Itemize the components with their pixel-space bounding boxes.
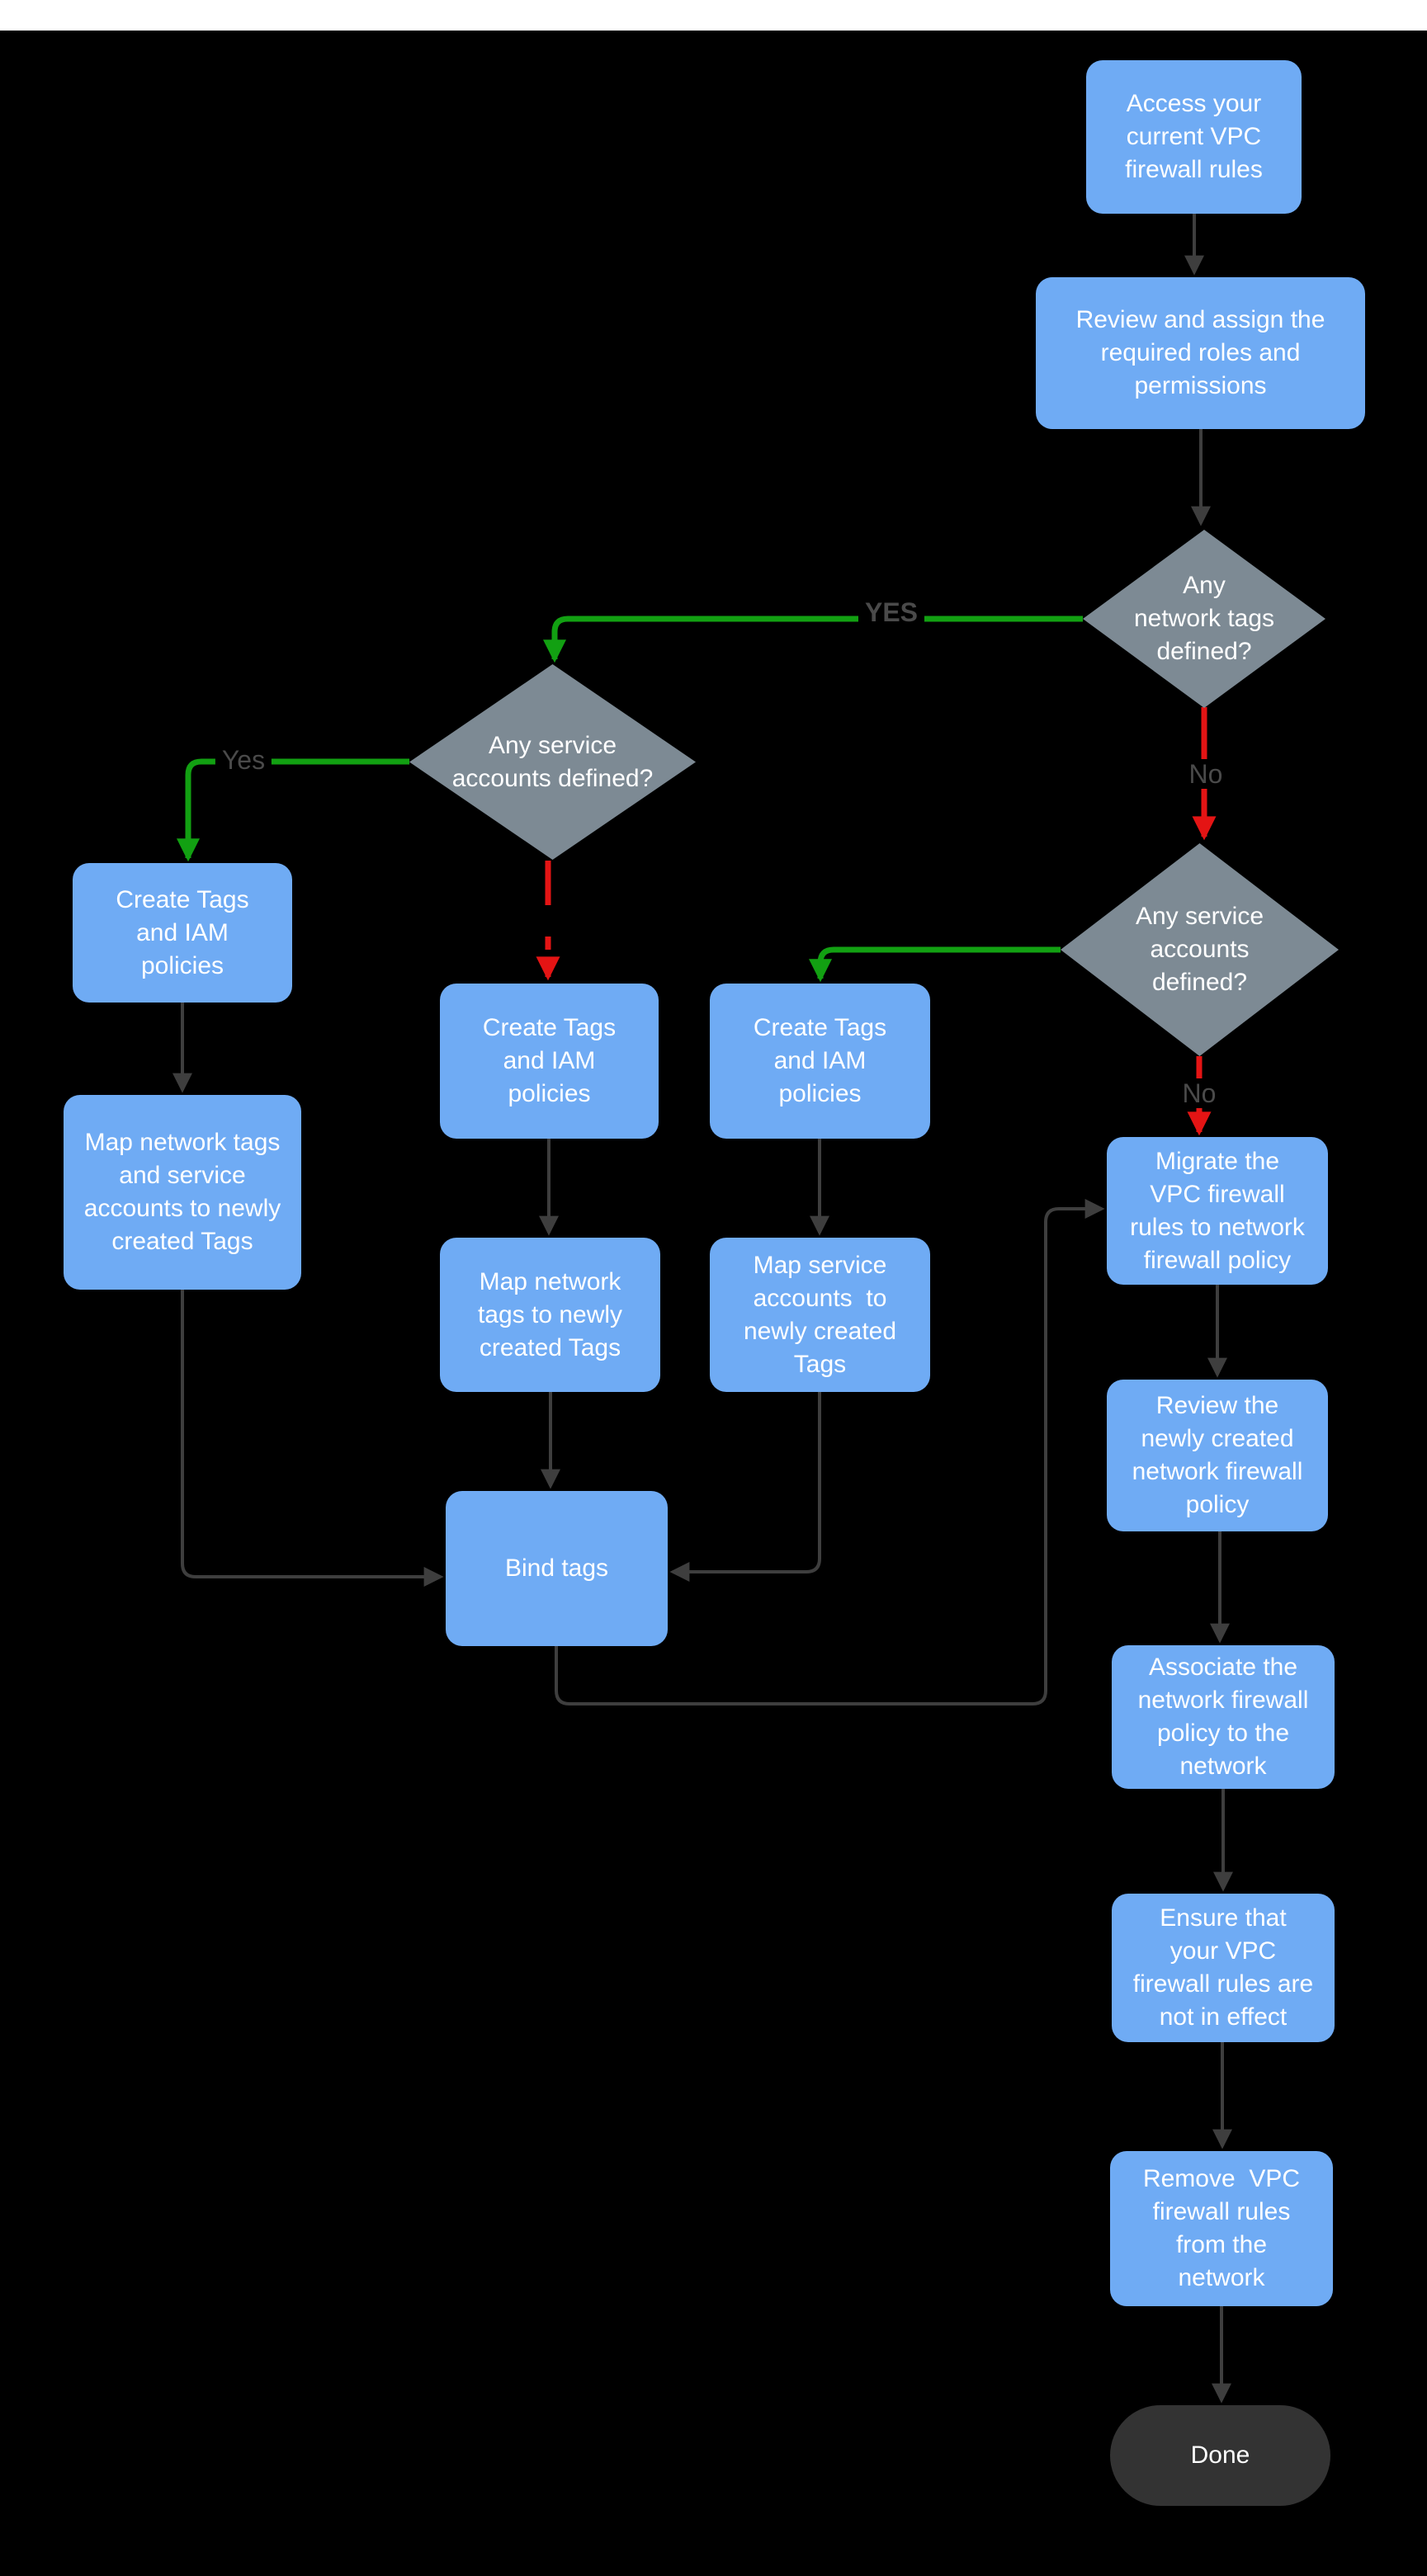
edge-yes-upper: [543, 616, 1083, 663]
node-bind-tags: Bind tags: [446, 1491, 668, 1646]
edge-yes-left: [177, 758, 409, 862]
node-migrate-vpc-rules: Migrate the VPC firewall rules to networ…: [1107, 1137, 1328, 1285]
node-ensure-rules-not-in-effect: Ensure that your VPC firewall rules are …: [1112, 1894, 1335, 2042]
edge-mapmid2-to-bind: [669, 1392, 821, 1582]
node-review-firewall-policy: Review the newly created network firewal…: [1107, 1380, 1328, 1531]
node-map-network-and-service-left: Map network tags and service accounts to…: [64, 1095, 301, 1290]
node-map-network-tags-mid1: Map network tags to newly created Tags: [440, 1238, 660, 1392]
edge-bind-to-migrate: [555, 1199, 1105, 1706]
node-associate-policy: Associate the network firewall policy to…: [1112, 1645, 1335, 1789]
node-access-vpc-rules: Access your current VPC firewall rules: [1086, 60, 1302, 214]
node-remove-vpc-rules: Remove VPC firewall rules from the netwo…: [1110, 2151, 1333, 2306]
node-create-tags-iam-mid2: Create Tags and IAM policies: [710, 984, 930, 1139]
edge-label-no-lower: No: [1175, 1078, 1223, 1108]
node-done: Done: [1110, 2405, 1330, 2506]
edge-label-yes-left: Yes: [215, 745, 272, 775]
edge-label-no-upper: No: [1182, 759, 1230, 789]
edge-label-yes-upper: YES: [858, 597, 925, 627]
top-white-bar: [0, 0, 1427, 31]
node-map-service-accounts-mid2: Map service accounts to newly created Ta…: [710, 1238, 930, 1392]
node-review-roles-permissions: Review and assign the required roles and…: [1036, 277, 1365, 429]
edge-mapleft-to-bind: [181, 1290, 444, 1587]
node-create-tags-iam-left: Create Tags and IAM policies: [73, 863, 292, 1003]
node-create-tags-iam-mid1: Create Tags and IAM policies: [440, 984, 659, 1139]
edge-yes-lower: [809, 946, 1061, 983]
